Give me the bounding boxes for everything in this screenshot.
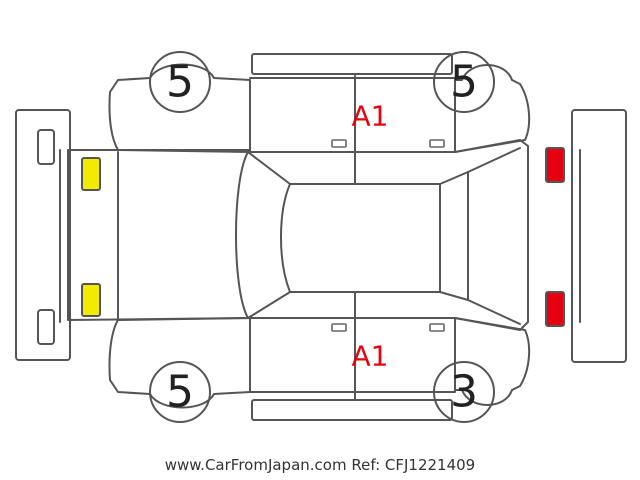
- wheel-front-right: 5: [433, 51, 495, 113]
- wheel-rear-left: 5: [149, 361, 211, 423]
- car-body: [67, 75, 529, 401]
- grade-front-right: 5: [450, 57, 478, 108]
- grade-rear-left: 5: [166, 367, 194, 418]
- damage-code-left-door: A1: [352, 100, 389, 133]
- rear-taillight-bottom: [545, 291, 565, 327]
- wheel-front-left: 5: [149, 51, 211, 113]
- rear-bumper: [571, 109, 627, 363]
- wheel-rear-right: 3: [433, 361, 495, 423]
- grade-rear-right: 3: [450, 367, 478, 418]
- front-headlight-bottom: [81, 283, 101, 317]
- damage-code-right-door: A1: [352, 340, 389, 373]
- footer-reference: www.CarFromJapan.com Ref: CFJ1221409: [165, 456, 475, 474]
- grade-front-left: 5: [166, 57, 194, 108]
- front-bumper: [15, 109, 71, 361]
- rear-taillight-top: [545, 147, 565, 183]
- front-headlight-top: [81, 157, 101, 191]
- right-side-panels: [108, 317, 531, 421]
- left-side-panels: [108, 53, 531, 153]
